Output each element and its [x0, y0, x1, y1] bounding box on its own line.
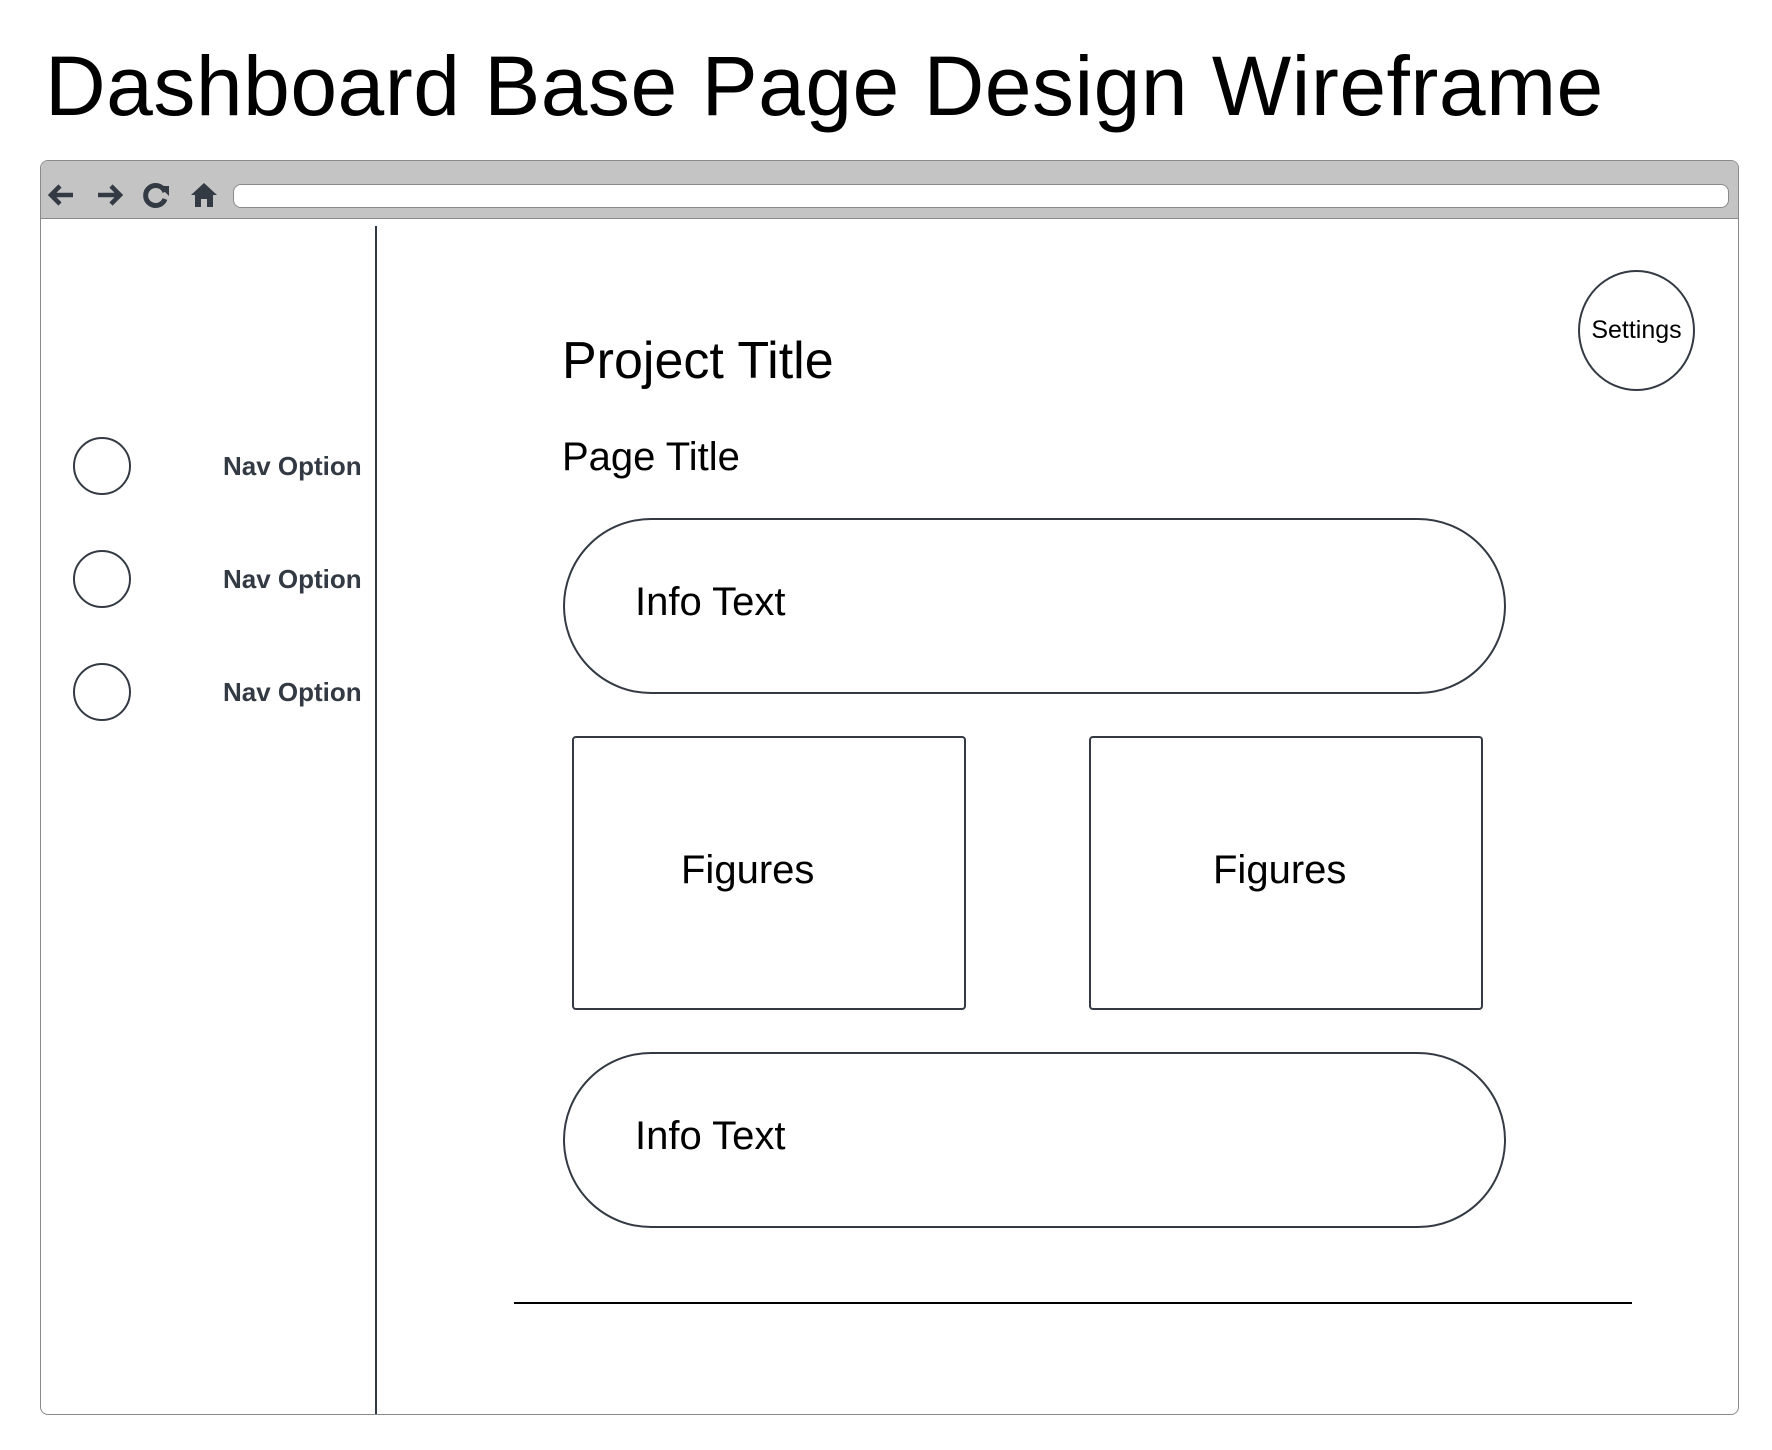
page-title: Page Title	[562, 435, 740, 479]
nav-option-icon	[73, 550, 131, 608]
project-title: Project Title	[562, 332, 834, 390]
nav-option-icon	[73, 663, 131, 721]
info-text-block-1: Info Text	[563, 518, 1506, 694]
sidebar-divider	[375, 226, 377, 1414]
sidebar-item-label: Nav Option	[223, 451, 362, 481]
figure-label: Figures	[1213, 848, 1347, 892]
info-text-label: Info Text	[635, 580, 786, 624]
figure-label: Figures	[681, 848, 815, 892]
figure-box-2: Figures	[1089, 736, 1483, 1010]
sidebar-item-label: Nav Option	[223, 677, 362, 707]
settings-label: Settings	[1591, 316, 1682, 344]
info-text-label: Info Text	[635, 1114, 786, 1158]
refresh-icon[interactable]	[140, 179, 172, 211]
address-bar[interactable]	[233, 184, 1729, 208]
back-arrow-icon[interactable]	[45, 179, 77, 211]
browser-toolbar	[41, 161, 1738, 219]
settings-button[interactable]: Settings	[1578, 270, 1695, 391]
browser-window: Nav Option Nav Option Nav Option Setting…	[40, 160, 1739, 1415]
forward-arrow-icon[interactable]	[94, 179, 126, 211]
footer-divider	[514, 1302, 1632, 1304]
info-text-block-2: Info Text	[563, 1052, 1506, 1228]
nav-option-icon	[73, 437, 131, 495]
sidebar-item-label: Nav Option	[223, 564, 362, 594]
sidebar-item-3[interactable]: Nav Option	[73, 663, 363, 725]
document-title: Dashboard Base Page Design Wireframe	[45, 39, 1604, 133]
sidebar-item-2[interactable]: Nav Option	[73, 550, 363, 612]
sidebar-item-1[interactable]: Nav Option	[73, 437, 363, 499]
figure-box-1: Figures	[572, 736, 966, 1010]
home-icon[interactable]	[188, 179, 220, 211]
